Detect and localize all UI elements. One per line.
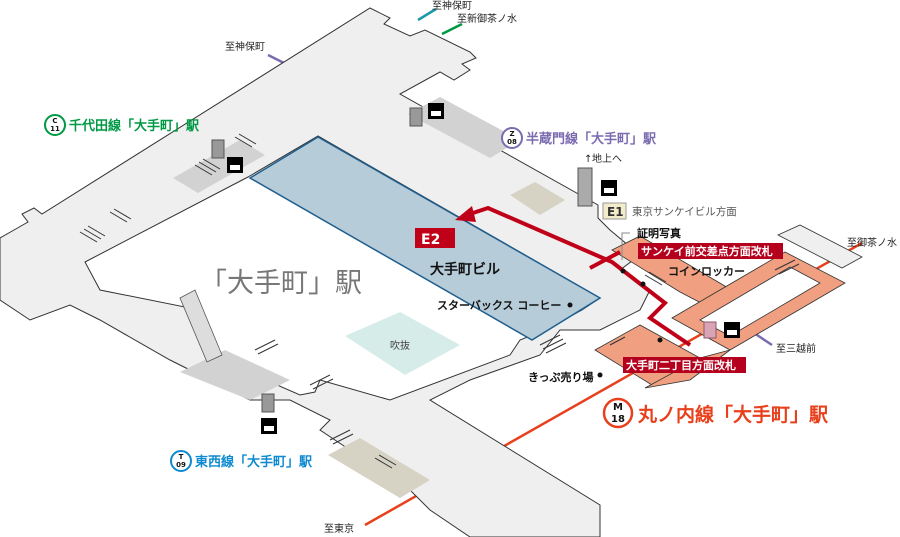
line-code-number: 08 bbox=[507, 138, 517, 146]
stairs bbox=[79, 133, 800, 469]
marunouchi-concourse-loop-inner bbox=[699, 266, 821, 337]
leader-line bbox=[621, 232, 630, 260]
e2-arrow-icon bbox=[455, 206, 476, 222]
coin-lockers-label: コインロッカー bbox=[668, 265, 745, 278]
ticket-machines-label: きっぷ売り場 bbox=[528, 370, 594, 384]
gate-nichome-badge bbox=[623, 357, 746, 373]
tozai-platform-area-2 bbox=[328, 438, 430, 498]
line-code-number: 18 bbox=[611, 414, 625, 425]
station-title: 「大手町」駅 bbox=[200, 268, 362, 299]
gate-sankei-label: サンケイ前交差点方面改札 bbox=[641, 244, 773, 258]
line-code-number: 11 bbox=[50, 125, 60, 133]
chiyoda-line-track-green bbox=[441, 22, 463, 36]
line-name: 半蔵門線「大手町」駅 bbox=[526, 131, 657, 147]
gate-sankei-badge bbox=[638, 243, 783, 259]
facility-dot bbox=[567, 268, 663, 378]
arrow-up-icon: ↑ bbox=[584, 154, 592, 165]
chiyoda-line-badge: C 11 千代田線「大手町」駅 bbox=[44, 114, 200, 136]
ground-up-label: 地上へ bbox=[592, 152, 622, 165]
exit-e1-badge bbox=[602, 202, 627, 220]
line-name: 千代田線「大手町」駅 bbox=[69, 118, 200, 134]
direction-mitsukoshimae: 至三越前 bbox=[776, 342, 816, 355]
building-label: 大手町ビル bbox=[430, 261, 500, 278]
tozai-line-badge: T 09 東西線「大手町」駅 bbox=[170, 450, 313, 472]
exit-e1-code: E1 bbox=[607, 205, 624, 219]
ramp bbox=[179, 289, 223, 363]
exit-e2-badge bbox=[415, 228, 455, 248]
atrium-label: 吹抜 bbox=[390, 339, 410, 352]
tozai-platform-area bbox=[180, 350, 290, 400]
exit-e2-code: E2 bbox=[421, 232, 440, 248]
direction-tokyo: 至東京 bbox=[324, 522, 354, 535]
line-code-letter: Z bbox=[509, 130, 514, 138]
line-name: 東西線「大手町」駅 bbox=[195, 454, 313, 470]
exit-e1-label: 東京サンケイビル方面 bbox=[632, 205, 737, 218]
starbucks-label: スターバックス コーヒー bbox=[437, 299, 561, 312]
marunouchi-concourse-end bbox=[777, 224, 863, 269]
elevator-shaft-icon bbox=[211, 107, 717, 413]
atrium bbox=[345, 312, 460, 375]
route-to-e2 bbox=[469, 205, 692, 347]
direction-ochanomizu: 至御茶ノ水 bbox=[847, 236, 897, 249]
elevator-icon bbox=[227, 103, 740, 434]
line-code-letter: M bbox=[613, 402, 623, 413]
hanzomon-exit-area bbox=[510, 182, 565, 215]
line-code-number: 09 bbox=[176, 461, 186, 469]
line-code-letter: T bbox=[179, 453, 184, 461]
marunouchi-line-badge: M 18 丸ノ内線「大手町」駅 bbox=[602, 397, 829, 429]
direction-shinochanomizu: 至新御茶ノ水 bbox=[457, 12, 517, 25]
gate-nichome-label: 大手町二丁目方面改札 bbox=[626, 358, 736, 372]
id-photo-label: 証明写真 bbox=[637, 226, 681, 240]
direction-jimbocho-left: 至神保町 bbox=[225, 40, 265, 53]
chiyoda-line-track-teal bbox=[417, 7, 437, 22]
direction-jimbocho-top: 至神保町 bbox=[432, 0, 472, 12]
line-name: 丸ノ内線「大手町」駅 bbox=[637, 403, 829, 426]
line-code-letter: C bbox=[52, 117, 57, 125]
chiyoda-platform-area bbox=[173, 140, 265, 193]
hanzomon-line-badge: Z 08 半蔵門線「大手町」駅 bbox=[501, 127, 657, 149]
route-branch-sankei bbox=[589, 250, 621, 270]
